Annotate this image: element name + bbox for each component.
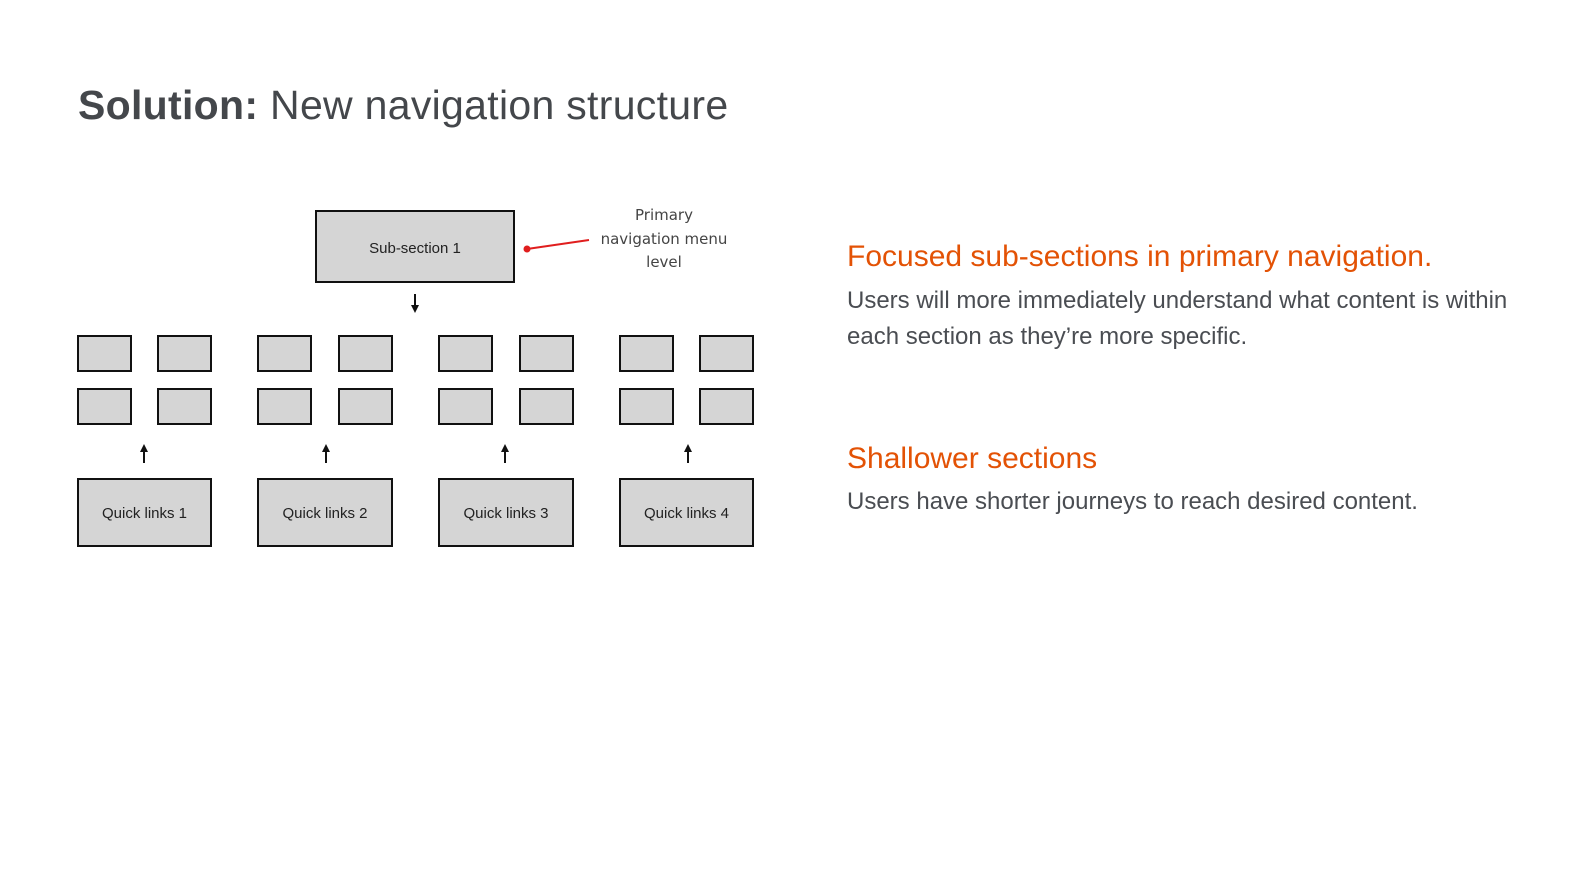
sub-section-group-4 <box>619 335 754 425</box>
page-box <box>77 335 132 372</box>
quick-links-label: Quick links 1 <box>102 505 187 522</box>
page-box <box>77 388 132 425</box>
page-box <box>699 388 754 425</box>
sub-section-box: Sub-section 1 <box>315 210 515 283</box>
sub-section-group-2 <box>257 335 393 425</box>
quick-links-box-3: Quick links 3 <box>438 478 574 547</box>
page-box <box>438 335 493 372</box>
quick-links-box-4: Quick links 4 <box>619 478 754 547</box>
quick-links-box-1: Quick links 1 <box>77 478 212 547</box>
page-title: Solution: New navigation structure <box>78 82 728 129</box>
quick-links-label: Quick links 3 <box>463 505 548 522</box>
annotation-pointer <box>526 239 590 250</box>
page-box <box>157 388 212 425</box>
point-2-heading: Shallower sections <box>847 442 1098 475</box>
point-2-body: Users have shorter journeys to reach des… <box>847 488 1418 515</box>
page-box <box>157 335 212 372</box>
title-rest: New navigation structure <box>270 82 729 128</box>
quick-links-label: Quick links 4 <box>644 505 729 522</box>
point-1-heading: Focused sub-sections in primary navigati… <box>847 240 1433 273</box>
page-box <box>438 388 493 425</box>
sub-section-group-3 <box>438 335 574 425</box>
page-box <box>619 388 674 425</box>
navigation-diagram: Sub-section 1 Primary navigation menu le… <box>77 206 754 547</box>
quick-links-label: Quick links 2 <box>282 505 367 522</box>
annotation-line-2: navigation menu <box>601 230 728 248</box>
annotation-dot <box>523 245 531 253</box>
page-box <box>257 388 312 425</box>
sub-section-label: Sub-section 1 <box>369 240 461 257</box>
page-box <box>338 388 393 425</box>
page-box <box>338 335 393 372</box>
page-box <box>519 388 574 425</box>
page-box <box>519 335 574 372</box>
annotation-line-3: level <box>646 253 682 271</box>
page-box <box>699 335 754 372</box>
quick-links-box-2: Quick links 2 <box>257 478 393 547</box>
page-box <box>257 335 312 372</box>
title-bold: Solution: <box>78 82 259 128</box>
page-box <box>619 335 674 372</box>
annotation-line-1: Primary <box>635 206 693 224</box>
point-1-body: Users will more immediately understand w… <box>847 287 1508 350</box>
sub-section-group-1 <box>77 335 212 425</box>
